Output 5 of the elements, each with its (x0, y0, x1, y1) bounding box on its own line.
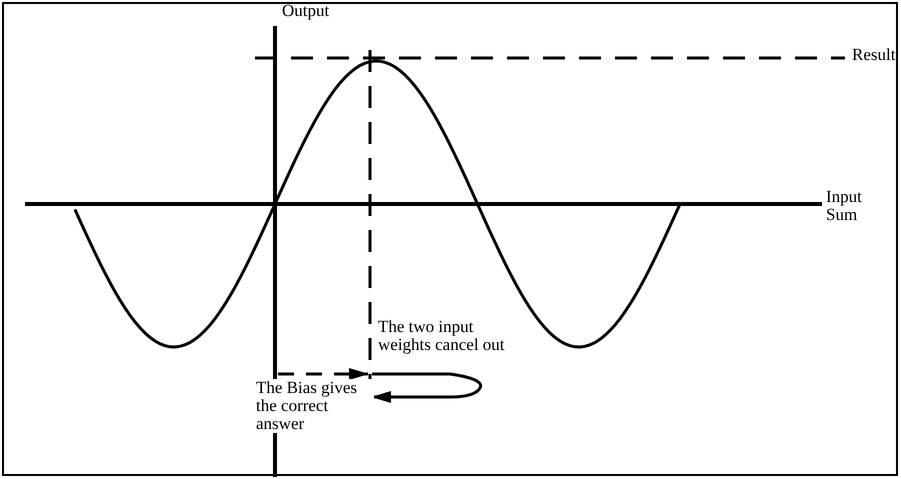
annotation-text: The Bias gives the correct answer (256, 379, 374, 433)
annotation-text: The two input weights cancel out (378, 318, 506, 354)
axis-label: Input Sum (826, 188, 863, 224)
line-label: Result (852, 46, 896, 64)
axis-label: Output (282, 2, 330, 20)
